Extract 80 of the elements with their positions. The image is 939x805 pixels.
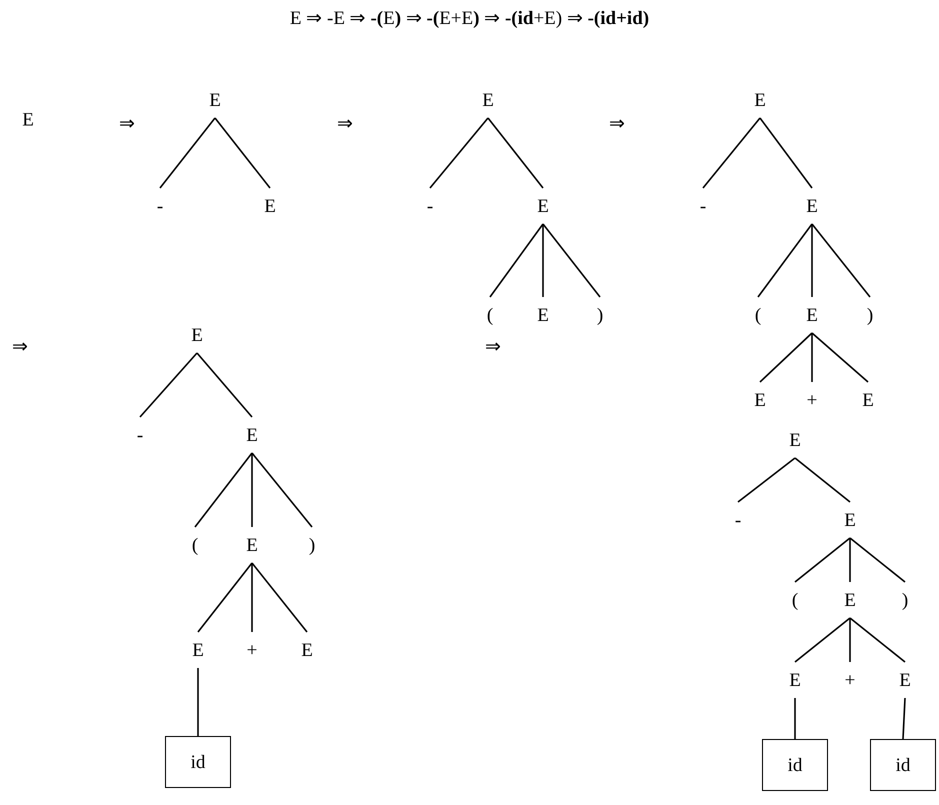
grammar-symbol: )	[300, 527, 324, 563]
tree-branch	[811, 333, 813, 382]
tree-branch	[702, 118, 761, 188]
tree-branch	[197, 562, 253, 632]
grammar-symbol: E	[856, 382, 880, 418]
tree-branch	[849, 538, 851, 582]
grammar-symbol: -	[726, 502, 750, 538]
grammar-symbol: E	[531, 188, 555, 224]
grammar-symbol: )	[893, 582, 917, 618]
grammar-symbol: +	[838, 662, 862, 698]
tree-branch	[759, 332, 813, 383]
grammar-symbol: E	[531, 297, 555, 333]
grammar-symbol: E	[295, 632, 319, 668]
derivation-symbol: ⇒	[609, 114, 625, 134]
tree-branch	[429, 118, 489, 188]
grammar-symbol: E	[800, 188, 824, 224]
grammar-symbol: -	[128, 417, 152, 453]
tree-branch	[197, 668, 199, 736]
tree-branch	[159, 118, 216, 188]
tree-branch	[251, 563, 253, 632]
grammar-symbol: E	[748, 382, 772, 418]
grammar-symbol: E	[838, 582, 862, 618]
tree-branch	[794, 617, 850, 663]
terminal-box: id	[165, 736, 231, 788]
tree-branch	[542, 224, 544, 297]
grammar-symbol: +	[800, 382, 824, 418]
grammar-symbol: (	[746, 297, 770, 333]
tree-branch	[214, 118, 271, 188]
terminal-box: id	[870, 739, 936, 791]
tree-branch	[757, 224, 813, 298]
grammar-symbol: E	[476, 82, 500, 118]
terminal-box: id	[762, 739, 828, 791]
tree-branch	[794, 457, 850, 503]
grammar-symbol: E	[240, 527, 264, 563]
grammar-symbol: E	[186, 632, 210, 668]
tree-branch	[759, 118, 813, 188]
derivation-title: E ⇒ -E ⇒ -(E) ⇒ -(E+E) ⇒ -(id+E) ⇒ -(id+id)	[290, 7, 650, 30]
tree-branch	[811, 332, 869, 383]
grammar-symbol: E	[783, 422, 807, 458]
tree-branch	[850, 617, 906, 663]
grammar-symbol: E	[893, 662, 917, 698]
tree-branch	[251, 562, 308, 632]
tree-branch	[811, 224, 871, 298]
tree-branch	[811, 224, 813, 297]
tree-branch	[251, 453, 253, 527]
grammar-symbol: )	[858, 297, 882, 333]
tree-branch	[139, 352, 198, 418]
grammar-symbol: E	[240, 417, 264, 453]
grammar-symbol: E	[748, 82, 772, 118]
tree-branch	[794, 537, 850, 583]
tree-branch	[850, 537, 906, 583]
grammar-symbol: -	[691, 188, 715, 224]
tree-branch	[902, 698, 906, 740]
tree-branch	[196, 352, 253, 418]
tree-branch	[738, 457, 796, 503]
grammar-symbol: (	[783, 582, 807, 618]
derivation-symbol: ⇒	[337, 114, 353, 134]
tree-branch	[542, 224, 601, 298]
grammar-symbol: )	[588, 297, 612, 333]
grammar-symbol: E	[185, 317, 209, 353]
tree-branch	[251, 452, 313, 528]
grammar-symbol: E	[800, 297, 824, 333]
tree-branch	[489, 224, 544, 298]
tree-branch	[849, 618, 851, 662]
derivation-symbol: ⇒	[119, 114, 135, 134]
tree-branch	[194, 452, 253, 528]
start-symbol: E	[22, 110, 34, 130]
grammar-symbol: E	[203, 82, 227, 118]
derivation-symbol: ⇒	[12, 338, 28, 356]
grammar-symbol: E	[258, 188, 282, 224]
grammar-symbol: -	[418, 188, 442, 224]
derivation-symbol: ⇒	[485, 338, 501, 356]
grammar-symbol: E	[838, 502, 862, 538]
grammar-symbol: E	[783, 662, 807, 698]
grammar-symbol: -	[148, 188, 172, 224]
grammar-symbol: +	[240, 632, 264, 668]
grammar-symbol: (	[478, 297, 502, 333]
tree-branch	[794, 698, 796, 739]
tree-branch	[487, 118, 544, 188]
grammar-symbol: (	[183, 527, 207, 563]
